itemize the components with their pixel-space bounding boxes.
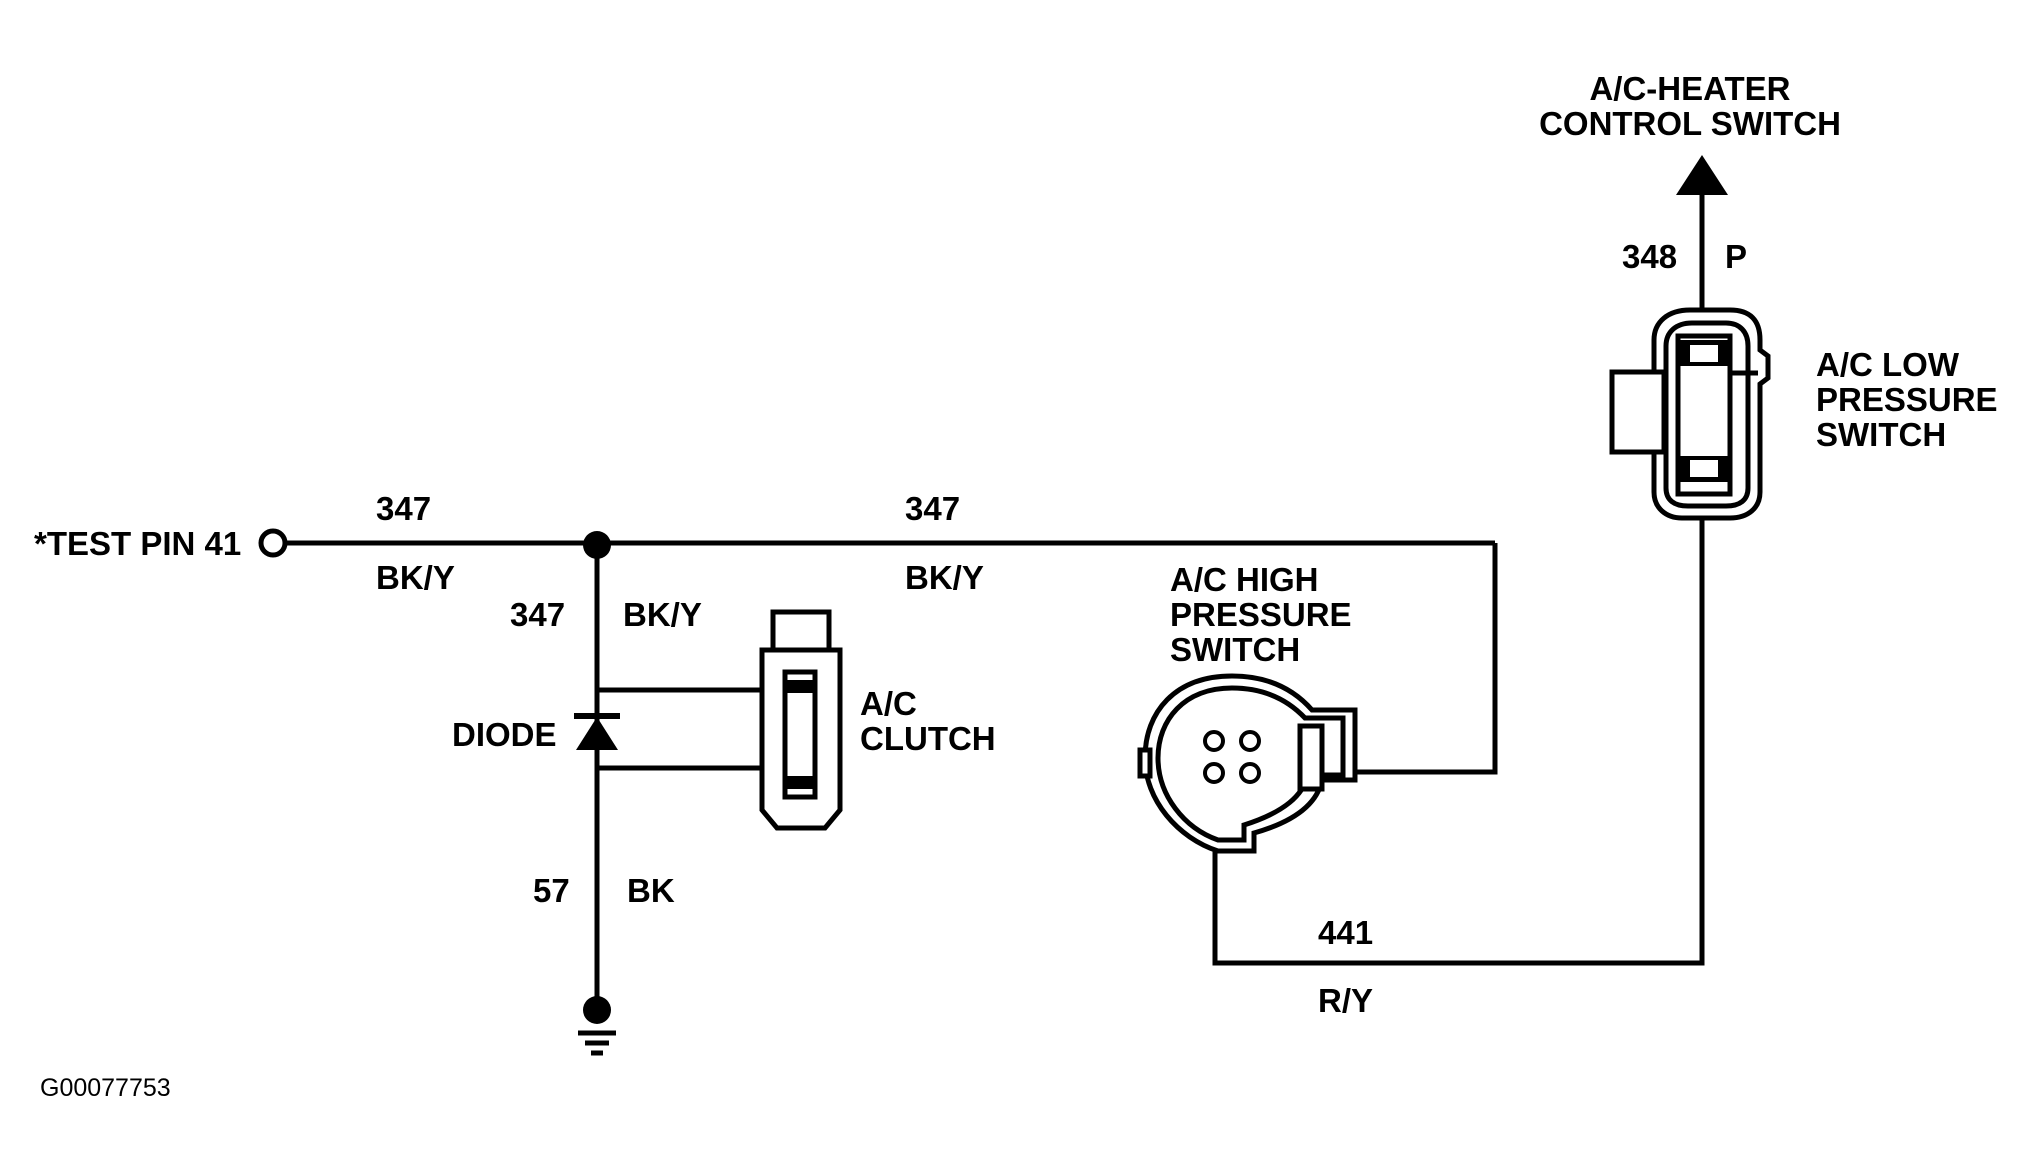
test-pin-terminal xyxy=(258,528,288,558)
arrow-up-icon xyxy=(1676,155,1728,195)
heater-switch-label-line1: A/C-HEATER xyxy=(1589,70,1790,107)
diode-label: DIODE xyxy=(452,716,557,753)
high-pressure-pin-2 xyxy=(1239,730,1261,752)
ground-icon xyxy=(578,1030,616,1056)
ac-clutch-label-line2: CLUTCH xyxy=(860,720,996,757)
wire-441 xyxy=(1212,515,1705,966)
ac-clutch-label-line1: A/C xyxy=(860,685,917,722)
circuit-347-vertical: 347 xyxy=(510,596,565,633)
color-bky-right: BK/Y xyxy=(905,559,984,596)
high-pressure-label-line1: A/C HIGH xyxy=(1170,561,1319,598)
circuit-441: 441 xyxy=(1318,914,1373,951)
high-pressure-pin-3 xyxy=(1203,762,1225,784)
low-pressure-label-line3: SWITCH xyxy=(1816,416,1946,453)
low-pressure-label-line2: PRESSURE xyxy=(1816,381,1998,418)
circuit-347-top-left: 347 xyxy=(376,490,431,527)
test-pin-label: *TEST PIN 41 xyxy=(34,525,241,562)
color-bk: BK xyxy=(627,872,675,909)
ac-clutch-connector xyxy=(759,609,843,831)
color-ry: R/Y xyxy=(1318,982,1373,1019)
high-pressure-label-line2: PRESSURE xyxy=(1170,596,1352,633)
ac-low-pressure-switch-connector xyxy=(1609,307,1771,521)
high-pressure-label-line3: SWITCH xyxy=(1170,631,1300,668)
circuit-347-top-right: 347 xyxy=(905,490,960,527)
ac-high-pressure-switch-connector xyxy=(1137,673,1358,854)
circuit-57: 57 xyxy=(533,872,570,909)
circuit-348: 348 xyxy=(1622,238,1677,275)
color-p: P xyxy=(1725,238,1747,275)
diode-symbol xyxy=(576,717,618,750)
low-pressure-label-line1: A/C LOW xyxy=(1816,346,1960,383)
high-pressure-pin-4 xyxy=(1239,762,1261,784)
high-pressure-pin-1 xyxy=(1203,730,1225,752)
junction-dot xyxy=(583,531,611,559)
wire-347-to-high-pressure xyxy=(1322,543,1498,775)
color-bky-left: BK/Y xyxy=(376,559,455,596)
heater-switch-label-line2: CONTROL SWITCH xyxy=(1539,105,1841,142)
figure-code: G00077753 xyxy=(40,1074,171,1102)
color-bky-vertical: BK/Y xyxy=(623,596,702,633)
ground-dot xyxy=(583,996,611,1024)
